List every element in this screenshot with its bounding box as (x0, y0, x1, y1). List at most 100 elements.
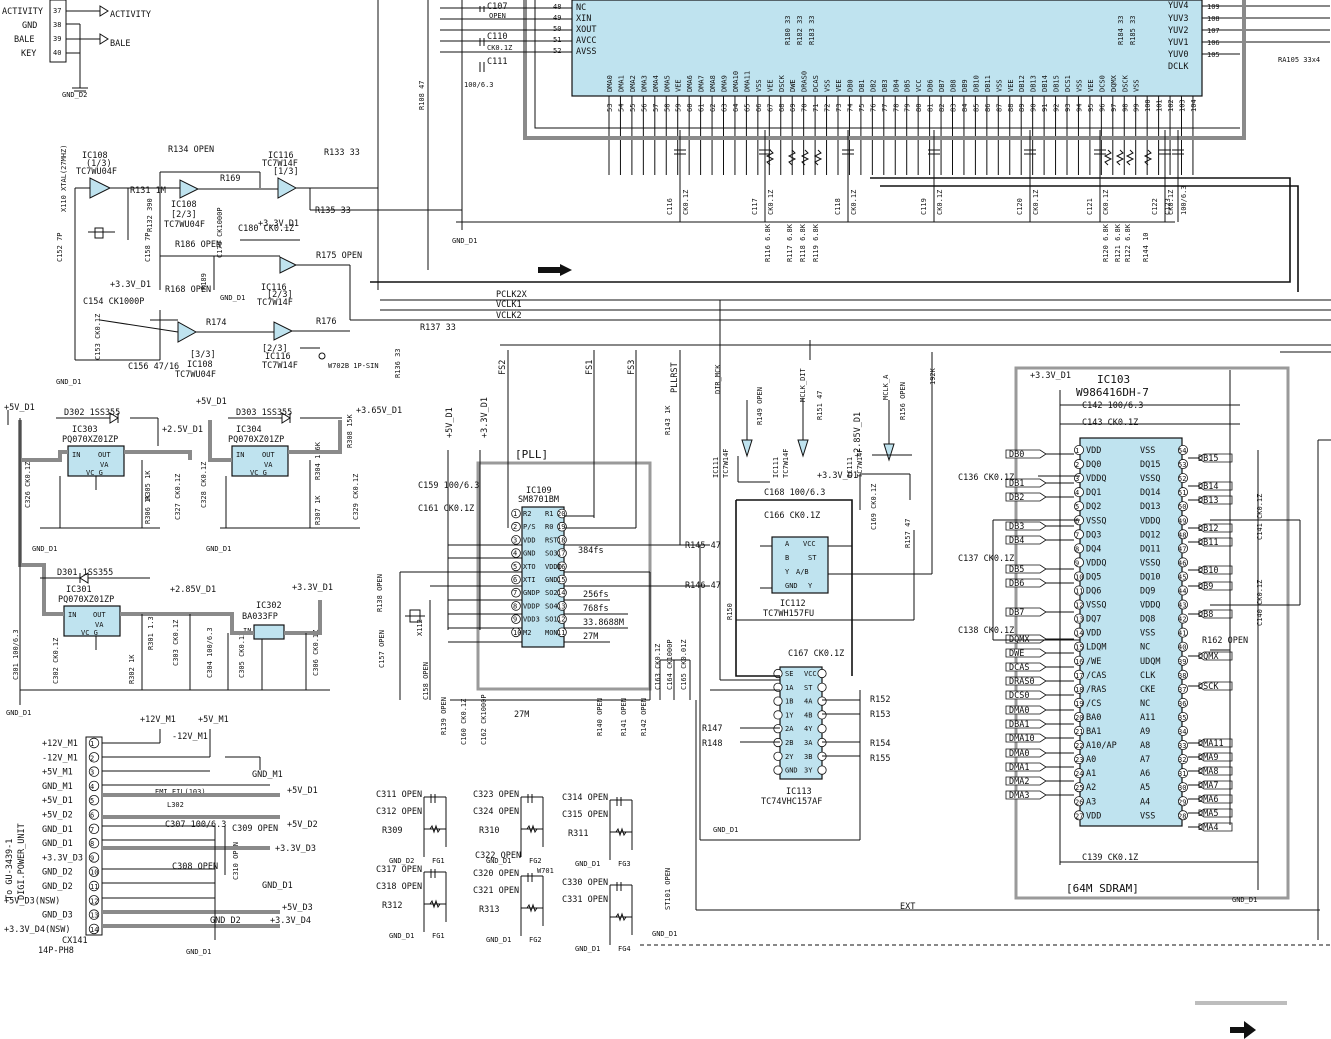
svg-text:VA: VA (100, 461, 109, 469)
pin-number: 41 (1178, 630, 1186, 638)
pin-number: 11 (1075, 588, 1083, 596)
main-ic-pin-number: 56 (640, 104, 648, 112)
net-tag-label: DB7 (1009, 608, 1024, 618)
pin-circle (1178, 543, 1189, 554)
svg-text:YUV4: YUV4 (1168, 1, 1188, 11)
pin-name: A11 (1140, 713, 1155, 723)
gnd-label: GND_D2 (389, 857, 414, 865)
net-tag-label: DB11 (1198, 538, 1218, 548)
svg-text:R185 33: R185 33 (1129, 15, 1137, 45)
pin-name: DQ13 (1140, 502, 1160, 512)
svg-text:C156 47/16: C156 47/16 (128, 362, 179, 372)
pin-number: 3 (1075, 475, 1079, 483)
pin-name: R2 (523, 510, 531, 518)
pin-name: GNDP (523, 589, 540, 597)
svg-text:R184 33: R184 33 (1117, 15, 1125, 45)
pin-number: 12 (1075, 602, 1083, 610)
pin-number: 6 (1075, 517, 1079, 525)
main-ic-body (571, 0, 1203, 97)
svg-text:XOUT: XOUT (576, 25, 596, 35)
net-tag (1197, 752, 1233, 762)
pin-number: 1 (1075, 447, 1079, 455)
resistor-icon (765, 149, 775, 166)
main-ic-pin-number: 60 (686, 104, 694, 112)
resistor-icon (615, 912, 627, 922)
main-ic-pin-number: 78 (892, 104, 900, 112)
pin-circle (1074, 726, 1085, 737)
main-ic-pin-number: 81 (927, 104, 935, 112)
net-vclk1: VCLK1 (496, 300, 522, 310)
pin-name: +5V_D1 (42, 796, 73, 806)
pin-circle (817, 724, 827, 734)
svg-text:R308 15K: R308 15K (346, 413, 354, 448)
net-tag-label: DB9 (1198, 582, 1213, 592)
svg-text:+12V_M1: +12V_M1 (140, 715, 176, 725)
pin-number: 13 (90, 912, 98, 920)
svg-text:IN: IN (236, 451, 244, 459)
pin-number: 17 (557, 550, 565, 558)
main-ic-pin-number: 98 (1121, 104, 1129, 112)
svg-text:C327 CK0.1Z: C327 CK0.1Z (174, 474, 182, 520)
pin-number: 45 (1178, 573, 1186, 581)
net-tag (1197, 766, 1233, 776)
pin-number: 20 (1075, 714, 1083, 722)
pin-name: 2Y (785, 753, 794, 761)
pin-name: MON (545, 629, 558, 637)
main-ic-pin-name: DRAS0 (801, 71, 809, 92)
svg-text:+3.3V_D1: +3.3V_D1 (817, 471, 858, 481)
main-ic-pin-number: 101 (1156, 99, 1164, 112)
svg-text:100/6.3: 100/6.3 (464, 81, 494, 89)
pin-circle (1178, 585, 1189, 596)
main-ic-pin-name: DB3 (881, 79, 889, 92)
svg-text:C166 CK0.1Z: C166 CK0.1Z (764, 511, 820, 521)
pin-number: 19 (1075, 700, 1083, 708)
pin-circle (511, 508, 521, 519)
cap-label: C330 OPEN (562, 878, 608, 888)
main-ic-pin-number: 82 (938, 104, 946, 112)
pin-number: 52 (1178, 475, 1186, 483)
svg-text:BALE: BALE (110, 39, 130, 49)
svg-text:R155: R155 (870, 754, 890, 764)
arrow-right-icon (560, 264, 572, 276)
net-tag-label: DB13 (1198, 496, 1218, 506)
svg-text:C157 OPEN: C157 OPEN (378, 630, 386, 668)
pin-number: 9 (513, 616, 517, 624)
pin-number: 32 (1178, 756, 1186, 764)
net-tag-label: DMA8 (1198, 767, 1218, 777)
pin-name: UDQM (1140, 657, 1160, 667)
svg-text:R183 33: R183 33 (808, 15, 816, 45)
pin-number: 38 (1178, 672, 1186, 680)
gnd-label: GND_D1 (389, 932, 414, 940)
ra105-label: RA105 33x4 (1278, 56, 1320, 64)
inverter-gate-icon (179, 179, 200, 199)
net-tag-label: DB14 (1198, 482, 1218, 492)
net-tag-label: DMA9 (1198, 753, 1218, 763)
pin-name: A5 (1140, 783, 1150, 793)
c322-label: C322 OPEN (475, 851, 521, 861)
resistor-icon (813, 149, 823, 166)
pin-name: DQ5 (1086, 572, 1101, 582)
pin-name: A3 (1086, 797, 1096, 807)
ic112-part: TC7WH157FU (763, 609, 814, 619)
pin-name: SO4 (545, 602, 558, 610)
sdram-outline (1014, 366, 1290, 900)
pin-number: 9 (90, 854, 94, 862)
pin-name: 4Y (804, 725, 813, 733)
svg-text:ST: ST (808, 554, 817, 562)
cap-value: CK0.1Z (936, 190, 944, 215)
main-ic-pin-number: 53 (606, 104, 614, 112)
pin-circle (1074, 796, 1085, 807)
main-ic-right-pins: YUV4 YUV3 YUV2 YUV1 YUV0 DCLK 109 108 10… (1168, 1, 1220, 72)
svg-text:+2.85V_D1: +2.85V_D1 (853, 412, 863, 458)
pin-name: VDDP (523, 602, 540, 610)
svg-text:TC7WU04F: TC7WU04F (164, 220, 205, 230)
net-tag (1005, 676, 1047, 686)
svg-text:40: 40 (53, 49, 61, 57)
pin-circle (1178, 726, 1189, 737)
svg-text:VA: VA (264, 461, 273, 469)
pin-number: 16 (557, 563, 565, 571)
pin-name: P/S (523, 523, 536, 531)
pin-number: 35 (1178, 714, 1186, 722)
pin-name: +5V_D3(NSW) (4, 896, 60, 906)
